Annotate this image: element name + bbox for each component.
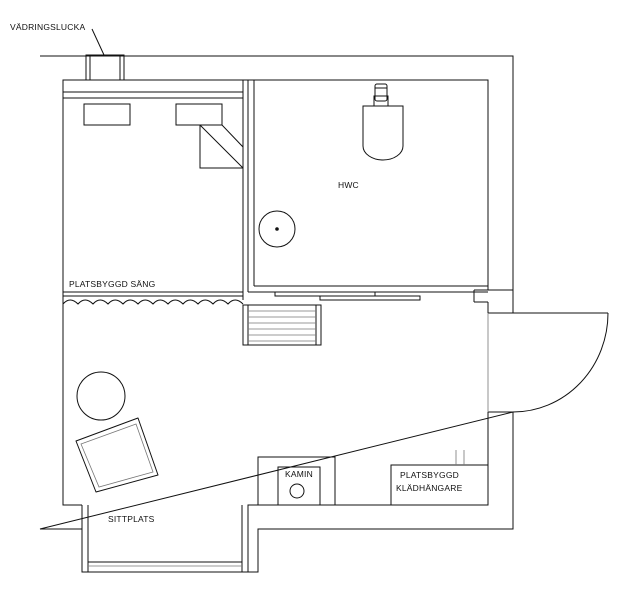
vent-label: VÄDRINGSLUCKA	[10, 22, 85, 32]
vent-leader-line	[91, 28, 105, 56]
entry-door	[487, 312, 609, 413]
toilet	[362, 83, 404, 161]
wardrobe	[390, 450, 489, 506]
ladder	[242, 304, 322, 346]
armchair	[75, 417, 159, 493]
sittplats-label: SITTPLATS	[108, 514, 155, 524]
built-in-bed	[62, 79, 244, 305]
wardrobe-label-line1: PLATSBYGGD	[400, 470, 459, 480]
round-table	[76, 371, 126, 421]
sittplats-area	[81, 505, 249, 572]
bathroom-walls	[247, 80, 488, 301]
outer-walls	[39, 55, 514, 573]
floor-drain	[258, 210, 296, 248]
bed-label: PLATSBYGGD SÄNG	[69, 279, 155, 289]
vent-hatch	[85, 54, 125, 81]
wardrobe-label-line2: KLÄDHÄNGARE	[396, 483, 463, 493]
stove	[257, 456, 336, 506]
bathroom-label: HWC	[338, 180, 359, 190]
stove-label: KAMIN	[285, 469, 313, 479]
